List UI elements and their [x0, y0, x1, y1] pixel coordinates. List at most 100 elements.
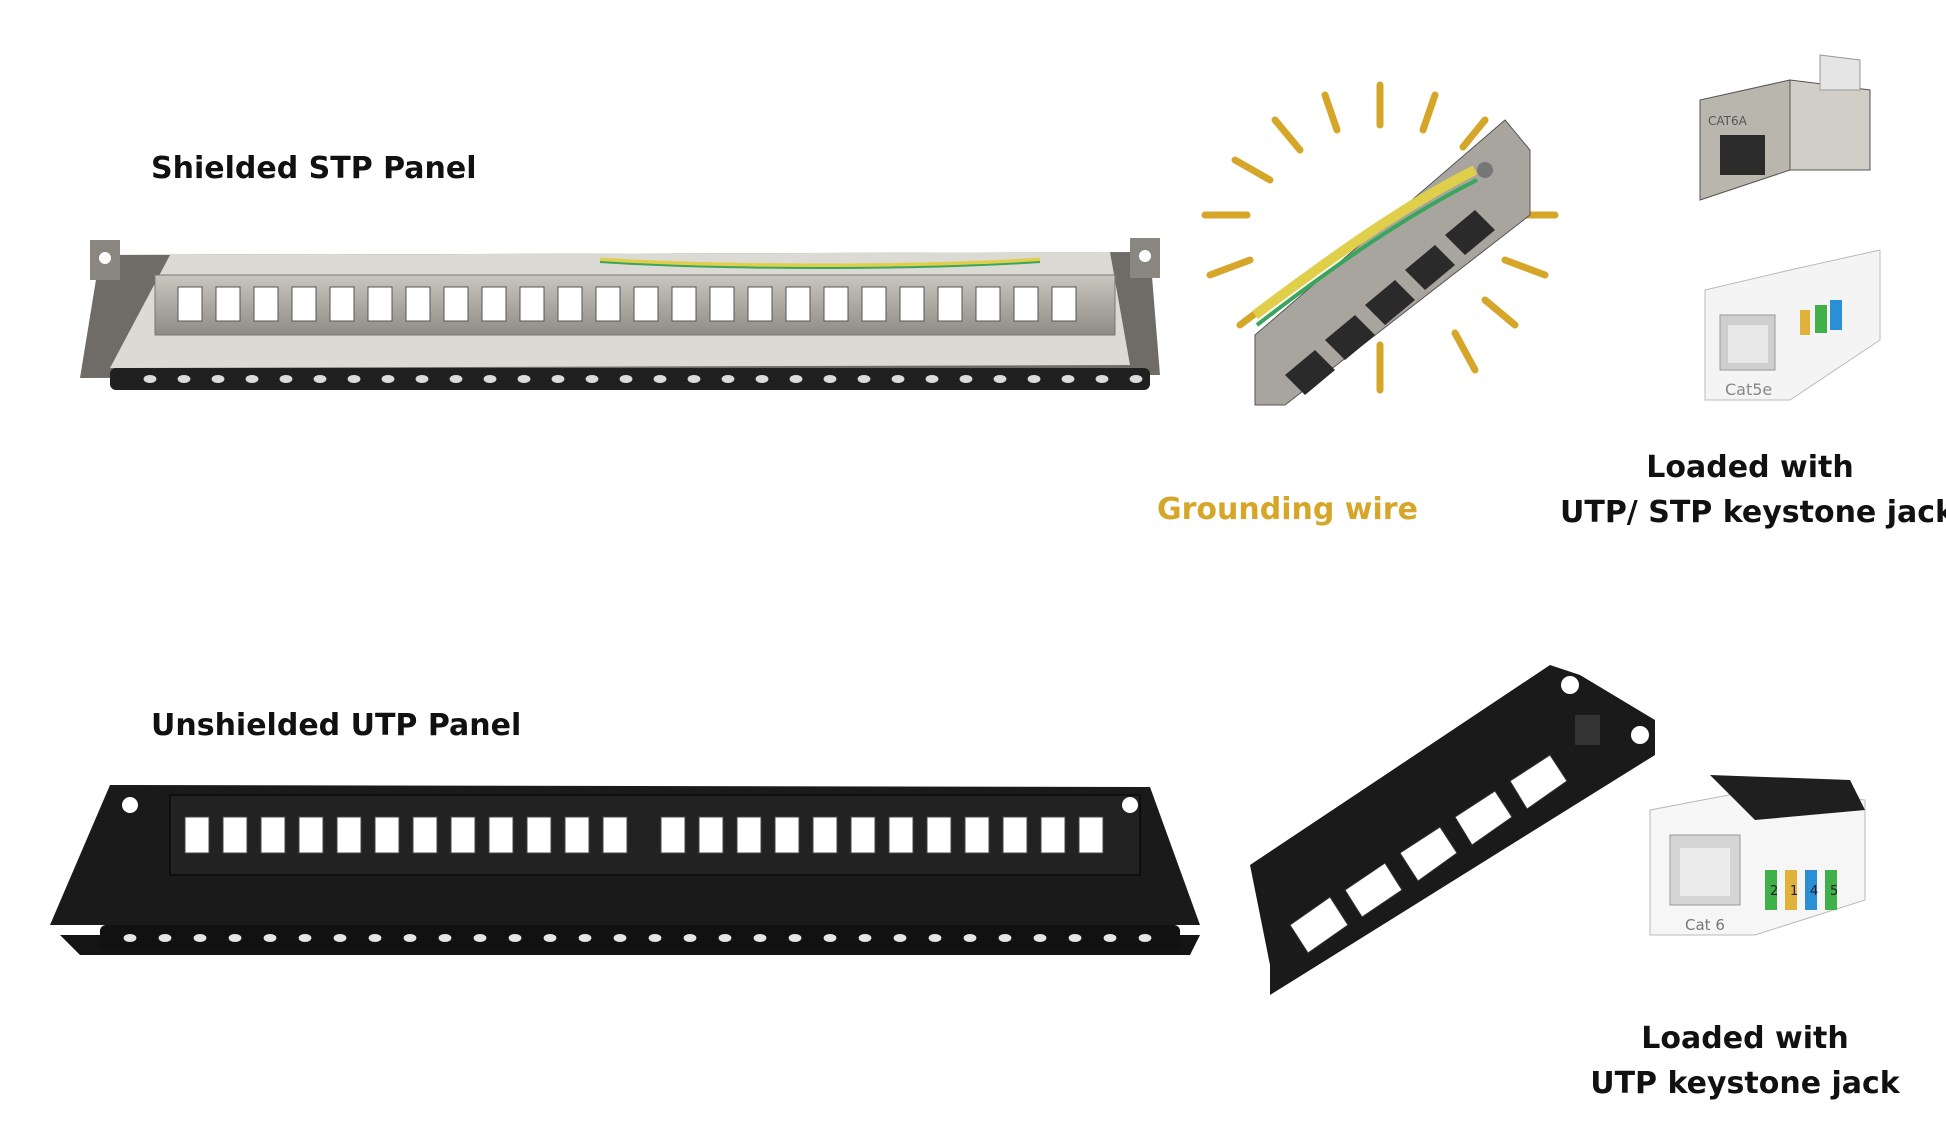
port-opening: [488, 816, 514, 854]
port-opening: [1051, 286, 1077, 322]
mounting-slot: [1027, 375, 1041, 383]
stp-jack-caption: Loaded with UTP/ STP keystone jack: [1560, 445, 1946, 535]
mounting-slot: [143, 375, 157, 383]
mounting-slot: [857, 375, 871, 383]
port-opening: [660, 816, 686, 854]
port-opening: [1078, 816, 1104, 854]
port-opening: [564, 816, 590, 854]
grounding-wire-label: Grounding wire: [1157, 492, 1418, 527]
port-opening: [526, 816, 552, 854]
mounting-slot: [449, 375, 463, 383]
mounting-slot: [753, 934, 767, 942]
mounting-slot: [893, 934, 907, 942]
pin-label-5: 5: [1830, 884, 1838, 899]
mounting-slot: [333, 934, 347, 942]
port-opening: [291, 286, 317, 322]
mounting-slot: [483, 375, 497, 383]
utp-closeup-image: [1250, 665, 1655, 995]
port-opening: [812, 816, 838, 854]
utp-jack-top-marking: Cat5e: [1725, 380, 1772, 399]
mounting-slot: [963, 934, 977, 942]
port-opening: [336, 816, 362, 854]
port-opening: [633, 286, 659, 322]
port-opening: [443, 286, 469, 322]
stp-jack-caption-line1: Loaded with: [1646, 450, 1854, 485]
mounting-slot: [648, 934, 662, 942]
port-opening: [785, 286, 811, 322]
mounting-slot: [718, 934, 732, 942]
port-opening: [602, 816, 628, 854]
port-opening: [481, 286, 507, 322]
mounting-slot: [347, 375, 361, 383]
mounting-slot: [925, 375, 939, 383]
mounting-slot: [585, 375, 599, 383]
stp-panel-title: Shielded STP Panel: [151, 151, 477, 186]
mounting-slot: [578, 934, 592, 942]
mounting-slot: [123, 934, 137, 942]
mounting-slot: [381, 375, 395, 383]
mounting-slot: [415, 375, 429, 383]
port-opening: [253, 286, 279, 322]
mounting-slot: [403, 934, 417, 942]
port-opening: [1013, 286, 1039, 322]
utp-jack-caption-line2: UTP keystone jack: [1590, 1066, 1900, 1101]
mounting-slot: [517, 375, 531, 383]
mounting-slot: [1033, 934, 1047, 942]
mounting-slot: [177, 375, 191, 383]
mounting-slot: [687, 375, 701, 383]
port-opening: [1002, 816, 1028, 854]
port-opening: [888, 816, 914, 854]
mounting-slot: [993, 375, 1007, 383]
mounting-slot: [368, 934, 382, 942]
port-opening: [926, 816, 952, 854]
port-opening: [412, 816, 438, 854]
mounting-slot: [755, 375, 769, 383]
mounting-slot: [998, 934, 1012, 942]
pin-label-1: 1: [1790, 884, 1798, 899]
port-opening: [215, 286, 241, 322]
port-opening: [405, 286, 431, 322]
mounting-slot: [823, 934, 837, 942]
mounting-slot: [438, 934, 452, 942]
port-opening: [850, 816, 876, 854]
port-opening: [698, 816, 724, 854]
port-opening: [298, 816, 324, 854]
port-opening: [774, 816, 800, 854]
mounting-slot: [228, 934, 242, 942]
mounting-slot: [211, 375, 225, 383]
mounting-slot: [1129, 375, 1143, 383]
utp-panel-image: [50, 785, 1200, 955]
mounting-slot: [193, 934, 207, 942]
utp-jack-image: 2 1 4 5 Cat 6: [1649, 775, 1866, 936]
mounting-slot: [313, 375, 327, 383]
stp-panel-image: [80, 238, 1160, 390]
mounting-slot: [653, 375, 667, 383]
mounting-slot: [1068, 934, 1082, 942]
mounting-slot: [928, 934, 942, 942]
utp-port-openings: [184, 816, 1104, 854]
pin-label-4: 4: [1810, 884, 1818, 899]
port-opening: [222, 816, 248, 854]
port-opening: [671, 286, 697, 322]
port-opening: [975, 286, 1001, 322]
port-opening: [861, 286, 887, 322]
port-opening: [184, 816, 210, 854]
mounting-slot: [613, 934, 627, 942]
utp-panel-title: Unshielded UTP Panel: [151, 708, 522, 743]
mounting-slot: [473, 934, 487, 942]
mounting-slot: [543, 934, 557, 942]
mounting-slot: [788, 934, 802, 942]
mounting-slot: [263, 934, 277, 942]
port-opening: [937, 286, 963, 322]
mounting-slot: [891, 375, 905, 383]
port-opening: [823, 286, 849, 322]
mounting-slot: [721, 375, 735, 383]
white-jack-top-image: Cat5e: [1704, 249, 1881, 401]
mounting-slot: [619, 375, 633, 383]
mounting-slot: [1095, 375, 1109, 383]
port-opening: [450, 816, 476, 854]
utp-jack-bottom-marking: Cat 6: [1685, 916, 1725, 934]
mounting-slot: [279, 375, 293, 383]
mounting-slot: [158, 934, 172, 942]
mounting-slot: [823, 375, 837, 383]
